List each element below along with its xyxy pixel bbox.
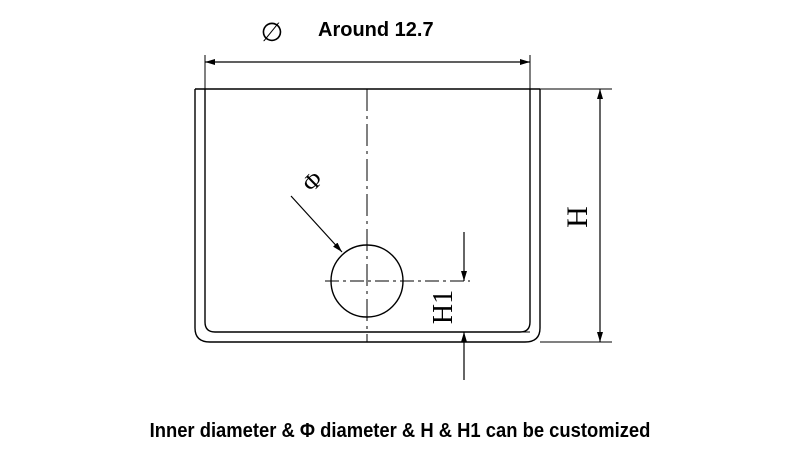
- diameter-label: Around 12.7: [318, 19, 434, 41]
- diameter-dimension: ∅ Around 12.7: [204, 18, 531, 89]
- height-dimension: H: [540, 88, 612, 343]
- height-label: H: [561, 206, 594, 228]
- hole-diameter-symbol: Φ: [298, 167, 329, 198]
- diameter-symbol: ∅: [261, 18, 284, 47]
- inner-bottom: [204, 321, 531, 333]
- hole-height-dimension: H1: [428, 232, 530, 380]
- caption: Inner diameter & Φ diameter & H & H1 can…: [149, 420, 651, 442]
- hole-diameter-leader: Φ: [290, 167, 343, 253]
- hole-height-label: H1: [428, 290, 459, 324]
- hole-leader-line: [290, 195, 343, 253]
